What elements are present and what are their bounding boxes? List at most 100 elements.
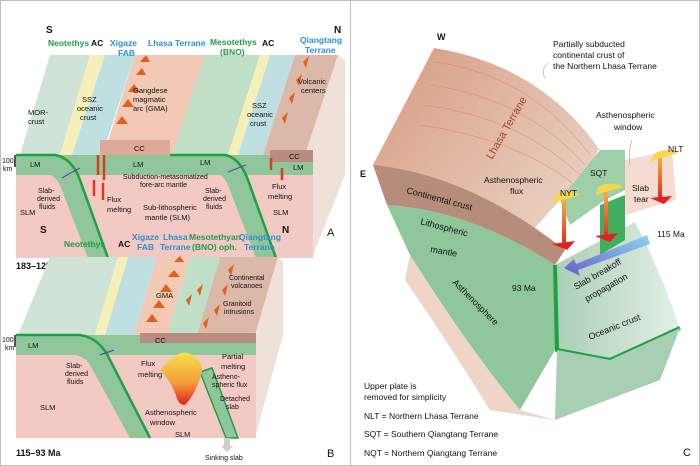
b-aw-2: window [149,418,176,427]
b-gi-1: Granitoid [223,301,252,308]
a-cc-1: CC [134,144,145,153]
a-volc-2: centers [301,86,326,95]
a-side-face [305,55,345,258]
b-depth-tick [14,335,16,347]
a-mor-1: MOR- [28,108,48,117]
a-dir-n: N [334,25,341,36]
a-cc-band [100,140,170,155]
b-slab-edge [16,333,152,439]
a-hdr-qiang1: Qiangtang [300,35,342,45]
b-cc-band [140,333,256,343]
a-slab2-1: Slab- [205,188,222,195]
c-dir-e: E [360,169,366,179]
a-hdr-qiang2: Terrane [305,45,336,55]
b-hdr-xigaze2: FAB [137,242,154,252]
a-hdr-ac2: AC [262,38,274,48]
a-depth-100: 100 [2,158,14,165]
b-depth-100: 100 [2,337,14,344]
a-smfa-2: fore-arc mantle [140,182,187,189]
b-sinking: Sinking slab [205,455,243,462]
a-slm-2: SLM [273,208,288,217]
a-lm-4: LM [293,163,303,172]
b-af-1: Astheno- [212,374,241,381]
b-meso-surface [167,257,220,335]
a-panel-letter: A [327,227,335,239]
a-slm-1: SLM [20,208,35,217]
c-strata-lines [419,61,591,186]
a-ssz1-3: crust [80,113,97,122]
a-slab-2 [170,155,276,258]
b-detached-slab [199,367,240,439]
c-panel-letter: C [683,447,691,459]
c-ma115: 115 Ma [657,229,685,239]
b-ac-surface [95,257,128,335]
a-lm-1: LM [30,160,40,169]
panel-divider [350,0,351,466]
c-continental-crust [373,165,565,265]
c-note-2: removed for simplicity [364,392,447,402]
b-ds-1: Detached [220,396,250,403]
a-hdr-meso1: Mesotethys [210,37,257,47]
c-sqt-block [560,150,625,225]
b-sinking-arrow [221,438,233,452]
a-smfa-1: Subduction-metasomatized [123,174,208,181]
c-nyt: NYT [560,188,577,198]
c-af-2: flux [510,186,524,196]
b-slm-2: SLM [175,430,190,439]
b-aw-1: Asthenospheric [145,408,197,417]
a-slab-1 [16,155,108,258]
b-panel-letter: B [327,448,334,460]
a-fluid-arrow-2 [227,164,247,173]
a-intrusions [92,155,284,200]
b-depth-km: km [5,345,15,352]
b-cv-1: Continental [229,275,265,282]
a-depth-km: km [3,166,13,173]
b-dir-n: N [282,225,289,236]
a-dir-s: S [46,25,53,36]
a-neotethys-surface [20,55,90,155]
b-fluid-arrow [99,349,115,356]
a-slab2-3: fluids [206,204,223,211]
a-ssz2-1: SSZ [252,101,267,110]
a-ac2-surface [228,55,270,155]
b-side-face [255,257,283,438]
a-slmsub-2: mantle (SLM) [145,213,191,222]
a-hdr-ac1: AC [91,38,103,48]
a-gma-1: Gangdese [133,86,168,95]
panel-b [14,256,283,452]
a-lm-3: LM [200,158,210,167]
c-note-5: NQT = Northern Qiangtang Terrane [364,448,497,458]
c-note-4: SQT = Southern Qiangtang Terrane [364,429,498,439]
a-lm-2: LM [133,160,143,169]
a-flux2-2: melting [268,192,292,201]
b-slab-1: Slab- [66,363,83,370]
a-mor-2: crust [28,117,45,126]
c-aw-2: window [613,122,643,132]
b-dir-s: S [40,225,47,236]
b-qiang-surface [197,257,278,335]
b-hdr-qiang1: Qiangtang [239,232,281,242]
a-gma-2: magmatic [133,95,166,104]
a-flux2-1: Flux [272,182,286,191]
a-fluid-arrow-1 [61,167,81,179]
b-hdr-meso2: (BNO) oph. [192,242,237,252]
a-hdr-xigaze2: FAB [118,48,135,58]
a-slab2-2: derived [203,196,226,203]
c-lower-block [555,328,680,420]
c-leader-psc [542,62,549,79]
b-cv-2: volcanoes [231,283,263,290]
a-slab1-1: Slab- [38,188,55,195]
b-hdr-lhasa2: Terrane [160,242,191,252]
c-lithospheric-mantle [387,205,555,410]
c-aw-1: Asthenospheric [596,110,655,120]
a-cc-2: CC [289,152,300,161]
a-depth-tick [14,155,16,167]
a-slab1-3: fluids [39,204,56,211]
b-hdr-neotethys: Neotethys [64,239,105,249]
c-sqt: SQT [590,168,607,178]
a-ssz1-1: SSZ [82,95,97,104]
b-gma: GMA [156,291,173,300]
b-slab-3: fluids [67,379,84,386]
c-breakoff-arrow [564,235,650,276]
a-ac1-surface [60,55,105,155]
